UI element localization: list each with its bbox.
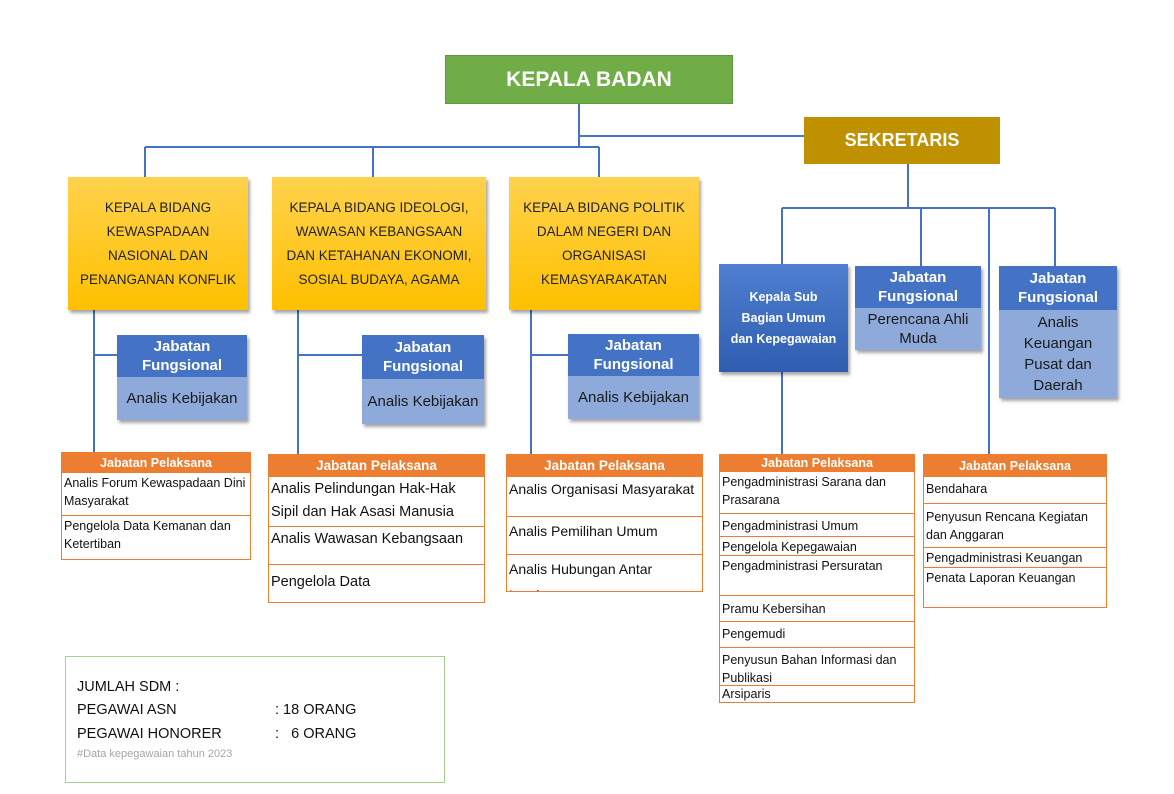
bidang-politik-label: KEPALA BIDANG POLITIK DALAM NEGERI DAN O… bbox=[523, 199, 685, 287]
pelaksana-bidang2: Jabatan Pelaksana Analis Pelindungan Hak… bbox=[268, 454, 485, 603]
sdm-asn-label: PEGAWAI ASN bbox=[77, 702, 177, 718]
fungsional-title: Jabatan Fungsional bbox=[142, 338, 222, 374]
bidang-ideologi-label: KEPALA BIDANG IDEOLOGI, WAWASAN KEBANGSA… bbox=[286, 199, 472, 287]
fungsional-perencana: Jabatan Fungsional Perencana Ahli Muda bbox=[855, 266, 981, 350]
fungsional-item: Perencana Ahli Muda bbox=[867, 311, 969, 347]
pelaksana-item: Analis Organisasi Masyarakat bbox=[509, 481, 695, 497]
pelaksana-title: Jabatan Pelaksana bbox=[269, 455, 484, 477]
pelaksana-item: Pengadministrasi Keuangan bbox=[924, 547, 1106, 567]
fungsional-item: Analis Kebijakan bbox=[367, 393, 479, 410]
fungsional-title: Jabatan Fungsional bbox=[383, 339, 463, 375]
kasubag-umum-box: Kepala Sub Bagian Umum dan Kepegawaian bbox=[719, 264, 848, 372]
fungsional-title: Jabatan Fungsional bbox=[1018, 270, 1098, 306]
sdm-title: JUMLAH SDM : bbox=[77, 679, 180, 695]
pelaksana-item: Analis Pemilihan Umum bbox=[507, 516, 702, 554]
pelaksana-item: Analis Hubungan Antar Lembaga bbox=[507, 554, 702, 591]
pelaksana-item: Bendahara bbox=[926, 482, 988, 496]
pelaksana-title: Jabatan Pelaksana bbox=[924, 455, 1106, 477]
pelaksana-item: Penata Laporan Keuangan bbox=[924, 567, 1106, 606]
pelaksana-title: Jabatan Pelaksana bbox=[720, 455, 914, 472]
fungsional-bidang1: Jabatan Fungsional Analis Kebijakan bbox=[117, 335, 247, 420]
pelaksana-item: Pengadministrasi Persuratan bbox=[720, 555, 914, 595]
fungsional-item: Analis Keuangan Pusat dan Daerah bbox=[1023, 314, 1093, 394]
pelaksana-item: Pengelola Kepegawaian bbox=[720, 536, 914, 555]
pelaksana-item: Pengadministrasi Umum bbox=[720, 513, 914, 536]
pelaksana-title: Jabatan Pelaksana bbox=[62, 453, 250, 473]
fungsional-bidang2: Jabatan Fungsional Analis Kebijakan bbox=[362, 335, 484, 424]
kasubag-umum-label: Kepala Sub Bagian Umum dan Kepegawaian bbox=[730, 289, 837, 346]
kepala-badan-box: KEPALA BADAN bbox=[445, 55, 733, 104]
bidang-kewaspadaan-box: KEPALA BIDANG KEWASPADAAN NASIONAL DAN P… bbox=[68, 177, 248, 310]
sekretaris-box: SEKRETARIS bbox=[804, 117, 1000, 164]
sdm-honorer-label: PEGAWAI HONORER bbox=[77, 726, 222, 742]
pelaksana-item: Pengemudi bbox=[720, 621, 914, 647]
pelaksana-item: Pengelola Data Kemanan dan Ketertiban bbox=[62, 515, 250, 558]
pelaksana-item: Penyusun Bahan Informasi dan Publikasi bbox=[720, 647, 914, 685]
fungsional-item: Analis Kebijakan bbox=[126, 390, 238, 407]
pelaksana-title: Jabatan Pelaksana bbox=[507, 455, 702, 477]
bidang-kewaspadaan-label: KEPALA BIDANG KEWASPADAAN NASIONAL DAN P… bbox=[79, 199, 237, 287]
jumlah-sdm-box: JUMLAH SDM : PEGAWAI ASN : 18 ORANG PEGA… bbox=[65, 656, 445, 783]
fungsional-title: Jabatan Fungsional bbox=[878, 269, 958, 305]
pelaksana-bidang3: Jabatan Pelaksana Analis Organisasi Masy… bbox=[506, 454, 703, 592]
bidang-politik-box: KEPALA BIDANG POLITIK DALAM NEGERI DAN O… bbox=[509, 177, 699, 310]
pelaksana-item: Arsiparis bbox=[720, 685, 914, 702]
sdm-honorer-value: : 6 ORANG bbox=[275, 726, 357, 742]
kepala-badan-label: KEPALA BADAN bbox=[506, 67, 672, 91]
pelaksana-umum: Jabatan Pelaksana Pengadministrasi Saran… bbox=[719, 454, 915, 703]
pelaksana-item: Pengadministrasi Sarana dan Prasarana bbox=[722, 475, 886, 507]
fungsional-item: Analis Kebijakan bbox=[578, 389, 689, 406]
pelaksana-item: Penyusun Rencana Kegiatan dan Anggaran bbox=[924, 503, 1106, 547]
fungsional-keuangan: Jabatan Fungsional Analis Keuangan Pusat… bbox=[999, 266, 1117, 398]
pelaksana-keuangan: Jabatan Pelaksana Bendahara Penyusun Ren… bbox=[923, 454, 1107, 608]
bidang-ideologi-box: KEPALA BIDANG IDEOLOGI, WAWASAN KEBANGSA… bbox=[272, 177, 486, 310]
pelaksana-item: Analis Wawasan Kebangsaan bbox=[269, 526, 484, 564]
fungsional-bidang3: Jabatan Fungsional Analis Kebijakan bbox=[568, 334, 699, 419]
pelaksana-item: Pengelola Data bbox=[269, 564, 484, 602]
sekretaris-label: SEKRETARIS bbox=[844, 130, 960, 150]
fungsional-title: Jabatan Fungsional bbox=[593, 337, 674, 373]
sdm-note: #Data kepegawaian tahun 2023 bbox=[77, 748, 233, 760]
pelaksana-item: Pramu Kebersihan bbox=[720, 595, 914, 621]
sdm-asn-value: : 18 ORANG bbox=[275, 702, 357, 718]
pelaksana-item: Analis Forum Kewaspadaan Dini Masyarakat bbox=[64, 476, 246, 508]
pelaksana-item: Analis Pelindungan Hak-Hak Sipil dan Hak… bbox=[271, 481, 456, 520]
pelaksana-bidang1: Jabatan Pelaksana Analis Forum Kewaspada… bbox=[61, 452, 251, 560]
